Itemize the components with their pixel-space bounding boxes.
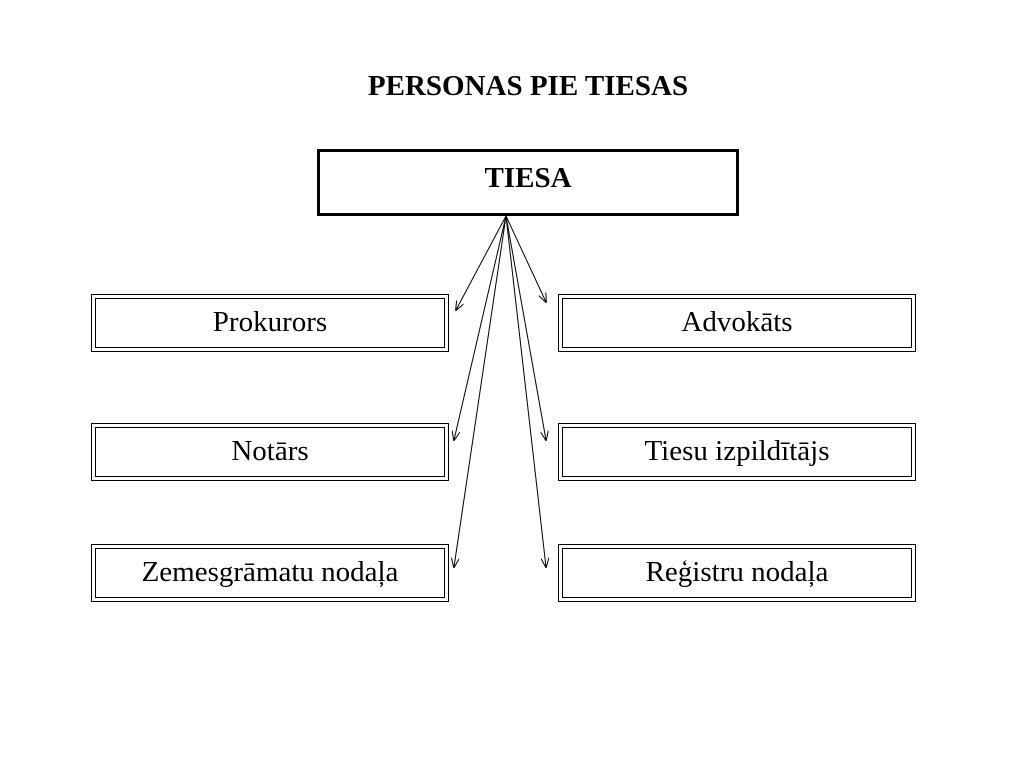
arrow-to-advokats	[505, 215, 546, 302]
node-label: Notārs	[231, 435, 309, 467]
node-registru-nodala: Reģistru nodaļa	[558, 544, 916, 602]
node-label: Zemesgrāmatu nodaļa	[141, 556, 399, 588]
node-label: Reģistru nodaļa	[645, 556, 829, 588]
node-notars: Notārs	[91, 423, 449, 481]
node-zemesgramatu-nodala: Zemesgrāmatu nodaļa	[91, 544, 449, 602]
arrow-to-tiesu-izpilditajs	[505, 215, 546, 440]
arrow-to-notars	[454, 215, 507, 440]
node-advokats: Advokāts	[558, 294, 916, 352]
node-label: Prokurors	[212, 306, 328, 338]
arrow-to-prokurors	[456, 215, 507, 310]
arrow-to-zemesgramatu-nodala	[454, 215, 507, 567]
root-node-tiesa: TIESA	[317, 149, 739, 216]
root-node-label: TIESA	[484, 162, 572, 194]
node-tiesu-izpilditajs: Tiesu izpildītājs	[558, 423, 916, 481]
node-prokurors: Prokurors	[91, 294, 449, 352]
arrow-to-registru-nodala	[505, 215, 546, 567]
diagram-title: PERSONAS PIE TIESAS	[367, 70, 689, 102]
node-label: Advokāts	[681, 306, 793, 338]
node-label: Tiesu izpildītājs	[644, 435, 830, 467]
